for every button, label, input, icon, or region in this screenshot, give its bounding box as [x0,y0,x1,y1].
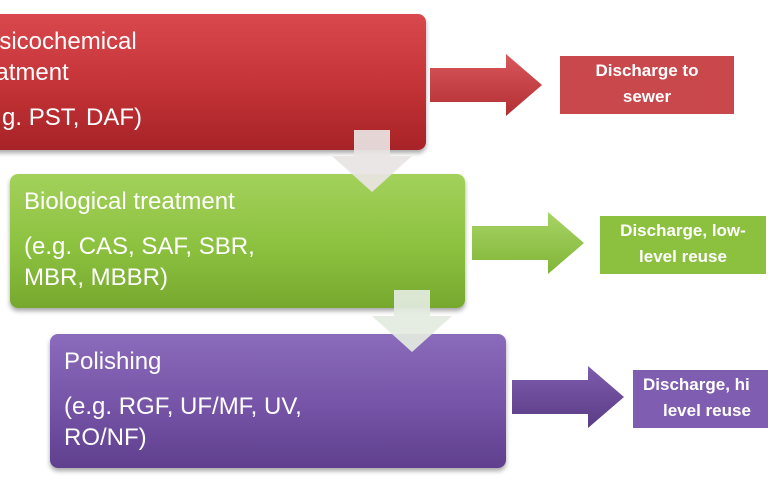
biological-examples-line1: (e.g. CAS, SAF, SBR, [24,233,255,261]
right-arrow-red [430,54,542,116]
biological-title: Biological treatment [24,188,235,215]
outcome-sewer-line1: Discharge to [595,61,699,80]
right-arrow-green [472,212,584,274]
right-arrow-purple [512,366,624,428]
outcome-low-line1: Discharge, low- [620,221,746,240]
outcome-discharge-to-sewer: Discharge to sewer [560,56,734,114]
biological-treatment-box: Biological treatment (e.g. CAS, SAF, SBR… [10,174,465,308]
polishing-examples-line2: RO/NF) [64,424,147,452]
down-arrow-1 [332,130,412,192]
outcome-sewer-line2: sewer [622,86,672,106]
outcome-high-line2: level reuse [663,400,751,420]
outcome-high-level-reuse: Discharge, hi level reuse [633,370,768,428]
polishing-title: Polishing [64,348,162,375]
down-arrow-2 [372,290,452,352]
outcome-low-level-reuse: Discharge, low- level reuse [600,216,766,274]
outcome-high-line1: Discharge, hi [643,375,750,394]
physicochemical-title-line1: hysicochemical [0,28,137,55]
polishing-examples-line1: (e.g. RGF, UF/MF, UV, [64,393,302,421]
physicochemical-examples: (e.g. PST, DAF) [0,104,143,132]
physicochemical-title-line2: reatment [0,59,69,87]
outcome-low-line2: level reuse [639,246,727,266]
biological-examples-line2: MBR, MBBR) [24,264,168,292]
polishing-box: Polishing (e.g. RGF, UF/MF, UV, RO/NF) [50,334,506,468]
physicochemical-treatment-box: hysicochemical reatment (e.g. PST, DAF) [0,14,426,150]
